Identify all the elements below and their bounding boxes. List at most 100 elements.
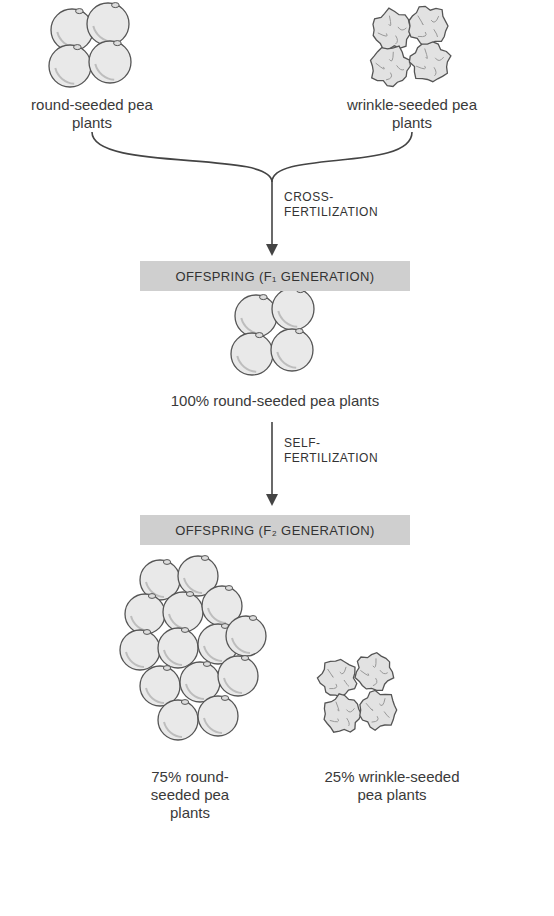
pea-body: [89, 41, 131, 83]
pea-body: [120, 630, 160, 670]
pea-shade: [232, 638, 250, 653]
pea-body: [218, 656, 258, 696]
round-pea: [87, 3, 129, 45]
pea-shade: [224, 678, 242, 693]
round-pea: [158, 628, 198, 668]
pea-body: [271, 329, 313, 371]
pea-shade: [169, 614, 187, 629]
generation-band: OFFSPRING (F₂ GENERATION): [140, 515, 410, 545]
round-pea: [272, 288, 314, 330]
pea-hilum: [256, 333, 264, 338]
pea-shade: [93, 26, 112, 42]
wrinkle-line: [336, 702, 339, 711]
round-pea: [226, 616, 266, 656]
wrinkle-line: [360, 670, 368, 675]
wrinkle-line: [376, 63, 385, 69]
round-pea: [163, 592, 203, 632]
wrinkle-line: [425, 49, 428, 59]
pea-body: [355, 653, 394, 691]
wrinkled-pea: [360, 690, 397, 730]
wrinkled-pea: [317, 660, 356, 697]
pea-body: [163, 592, 203, 632]
pea-hilum: [148, 594, 155, 599]
pea-body: [360, 690, 397, 730]
pea-shade: [277, 352, 296, 368]
caption-label: round-seeded pea plants: [22, 96, 162, 132]
round-pea: [271, 329, 313, 371]
pea-hilum: [186, 592, 193, 597]
bracket-line: [92, 132, 272, 182]
pea-body: [49, 45, 91, 87]
wrinkled-pea: [409, 6, 448, 48]
process-label: CROSS-FERTILIZATION: [284, 190, 404, 220]
pea-body: [235, 295, 277, 337]
wrinkle-line: [435, 57, 444, 60]
wrinkle-line: [397, 65, 404, 70]
wrinkle-line: [328, 669, 334, 677]
pea-hilum: [114, 41, 122, 46]
pea-shade: [204, 646, 222, 661]
wrinkle-line: [395, 36, 397, 45]
arrow-head: [266, 494, 278, 506]
pea-shade: [237, 356, 256, 372]
band-text: OFFSPRING (F₁ GENERATION): [175, 269, 374, 284]
wrinkle-line: [378, 33, 387, 36]
pea-hilum: [76, 9, 84, 14]
arrow-head: [266, 244, 278, 256]
pea-hilum: [260, 295, 268, 300]
round-pea: [120, 630, 160, 670]
pea-body: [226, 616, 266, 656]
pea-hilum: [296, 329, 304, 334]
pea-hilum: [143, 630, 150, 635]
caption-label: 25% wrinkle-seeded pea plants: [312, 768, 472, 804]
wrinkle-line: [330, 719, 339, 722]
pea-hilum: [181, 700, 188, 705]
pea-body: [198, 696, 238, 736]
pea-shade: [164, 722, 182, 737]
round-pea: [158, 700, 198, 740]
band-text: OFFSPRING (F₂ GENERATION): [175, 523, 375, 538]
pea-hilum: [163, 666, 170, 671]
pea-shade: [204, 718, 222, 733]
wrinkled-pea: [324, 694, 361, 732]
wrinkled-pea: [371, 46, 411, 86]
pea-shade: [146, 688, 164, 703]
pea-shade: [55, 68, 74, 84]
pea-shade: [131, 616, 149, 631]
pea-body: [158, 628, 198, 668]
wrinkle-line: [347, 708, 355, 712]
wrinkled-pea: [409, 42, 451, 82]
wrinkle-line: [329, 684, 337, 689]
pea-hilum: [201, 556, 208, 561]
wrinkle-line: [434, 29, 438, 37]
wrinkle-line: [434, 67, 436, 76]
pea-body: [371, 46, 411, 86]
wrinkle-line: [416, 66, 425, 69]
wrinkle-line: [340, 667, 346, 674]
caption-label: 75% round-seeded pea plants: [130, 768, 250, 822]
pea-body: [87, 3, 129, 45]
pea-body: [272, 288, 314, 330]
pea-body: [373, 8, 412, 49]
pea-body: [231, 333, 273, 375]
wrinkle-line: [386, 73, 392, 80]
wrinkle-line: [372, 716, 379, 722]
pea-hilum: [181, 628, 188, 633]
wrinkle-line: [384, 712, 389, 718]
arrow-line: [271, 182, 273, 246]
pea-hilum: [163, 560, 170, 565]
wrinkled-pea: [355, 653, 394, 691]
pea-hilum: [221, 696, 228, 701]
pea-shade: [208, 608, 226, 623]
pea-shade: [184, 578, 202, 593]
bracket-line: [272, 132, 412, 182]
wrinkle-line: [373, 658, 376, 667]
wrinkle-line: [379, 698, 385, 705]
arrow-line: [271, 422, 273, 496]
pea-body: [409, 6, 448, 48]
wrinkle-line: [418, 32, 426, 37]
pea-body: [158, 700, 198, 740]
pea-hilum: [225, 586, 232, 591]
